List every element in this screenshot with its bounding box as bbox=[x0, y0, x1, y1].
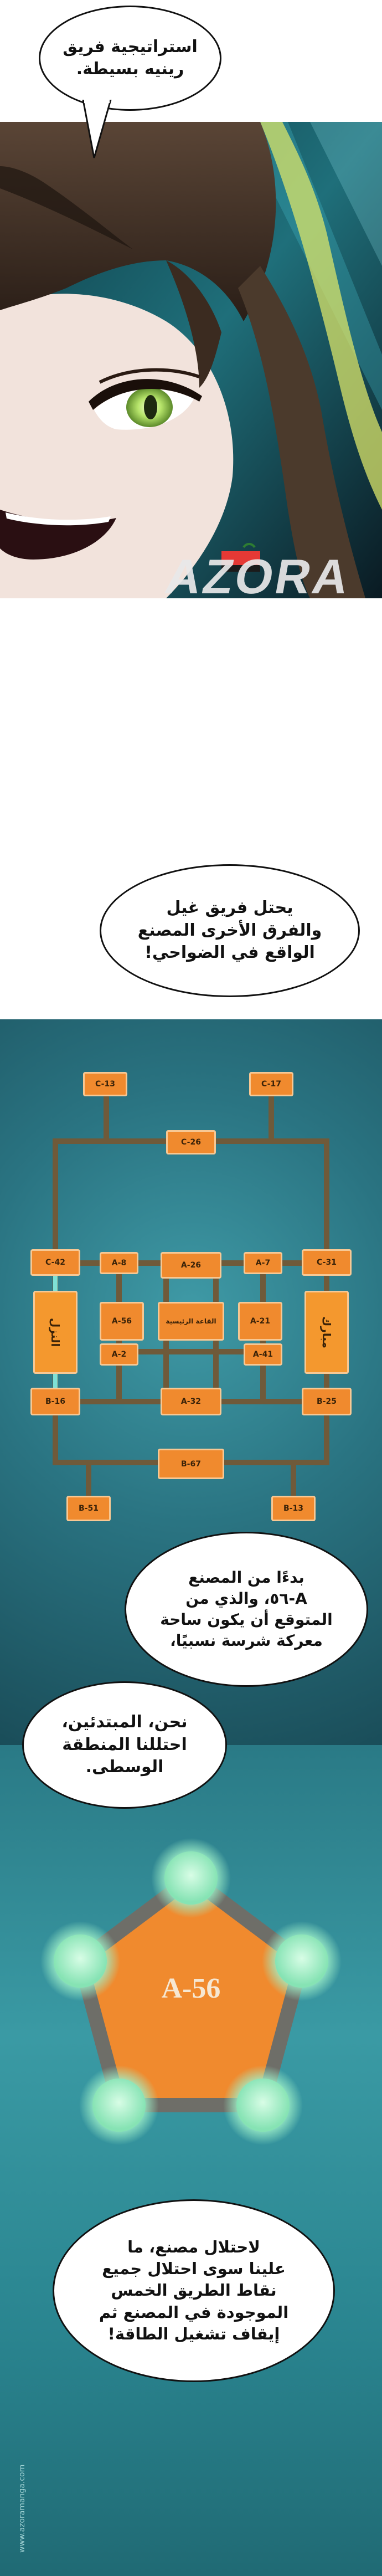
pentagon-panel: A-56 www.azoramanga.com bbox=[0, 1745, 382, 2576]
node-b67: B-67 bbox=[158, 1449, 224, 1479]
node-c17: C-17 bbox=[249, 1072, 293, 1096]
node-a26: A-26 bbox=[161, 1252, 221, 1279]
node-center: القاعة الرئيسية bbox=[158, 1302, 224, 1341]
pentagon-diagram bbox=[40, 1838, 342, 2145]
hero-illustration bbox=[0, 122, 382, 598]
node-a56: A-56 bbox=[100, 1302, 144, 1341]
node-right-sign: مبارك bbox=[304, 1291, 349, 1374]
speech-bubble-5: لاحتلال مصنع، ما علينا سوى احتلال جميع ن… bbox=[53, 2199, 335, 2382]
pentagon-label: A-56 bbox=[161, 1973, 221, 2004]
node-a41: A-41 bbox=[244, 1343, 282, 1366]
node-left-sign: النزل bbox=[33, 1291, 78, 1374]
bubble-text: لاحتلال مصنع، ما علينا سوى احتلال جميع ن… bbox=[99, 2238, 289, 2343]
node-b13: B-13 bbox=[271, 1496, 316, 1521]
hero-panel: AZORA bbox=[0, 122, 382, 598]
site-watermark: www.azoramanga.com bbox=[18, 2464, 27, 2553]
bubble-text: نحن، المبتدئين، احتللنا المنطقة الوسطى. bbox=[61, 1712, 188, 1777]
speech-bubble-2: يحتل فريق غيل والفرق الأخرى المصنع الواق… bbox=[100, 864, 360, 997]
watermark: AZORA bbox=[161, 549, 355, 598]
node-a7: A-7 bbox=[244, 1252, 282, 1274]
node-c42: C-42 bbox=[30, 1249, 80, 1276]
node-b16: B-16 bbox=[30, 1388, 80, 1415]
node-a21: A-21 bbox=[238, 1302, 282, 1341]
bubble-text: بدءًا من المصنع A-٥٦، والذي من المتوقع أ… bbox=[160, 1568, 333, 1650]
node-a32: A-32 bbox=[161, 1388, 221, 1415]
speech-bubble-3: بدءًا من المصنع A-٥٦، والذي من المتوقع أ… bbox=[125, 1532, 368, 1687]
node-c31: C-31 bbox=[302, 1249, 352, 1276]
node-b25: B-25 bbox=[302, 1388, 352, 1415]
node-a2: A-2 bbox=[100, 1343, 138, 1366]
bubble-text: استراتيجية فريق رينيه بسيطة. bbox=[63, 37, 198, 79]
speech-bubble-1: استراتيجية فريق رينيه بسيطة. bbox=[39, 6, 221, 111]
bubble-tail bbox=[82, 100, 112, 158]
node-a8: A-8 bbox=[100, 1252, 138, 1274]
node-b51: B-51 bbox=[66, 1496, 111, 1521]
node-c26: C-26 bbox=[166, 1130, 216, 1154]
node-c13: C-13 bbox=[83, 1072, 127, 1096]
bubble-text: يحتل فريق غيل والفرق الأخرى المصنع الواق… bbox=[137, 898, 322, 963]
speech-bubble-4: نحن، المبتدئين، احتللنا المنطقة الوسطى. bbox=[22, 1681, 227, 1809]
